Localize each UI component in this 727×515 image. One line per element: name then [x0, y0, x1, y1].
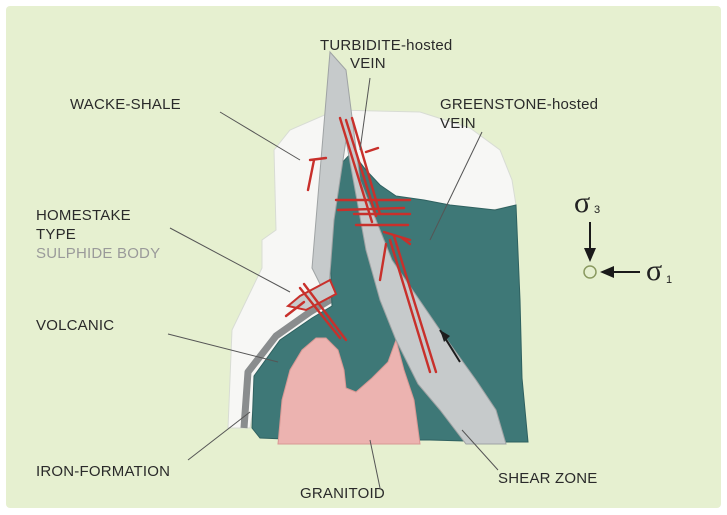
label-homestake-1: HOMESTAKE	[36, 207, 131, 225]
sigma3-symbol: σ	[574, 188, 590, 218]
sigma1-subscript: 1	[666, 274, 672, 286]
sigma3-subscript: 3	[594, 204, 600, 216]
label-iron-formation: IRON-FORMATION	[36, 463, 170, 481]
label-shear-zone: SHEAR ZONE	[498, 470, 598, 488]
sigma1-symbol: σ	[646, 256, 662, 286]
label-turbidite-vein-2: VEIN	[350, 55, 386, 73]
label-greenstone-vein-2: VEIN	[440, 115, 476, 133]
label-homestake-3: SULPHIDE BODY	[36, 245, 160, 263]
label-homestake-2: TYPE	[36, 226, 76, 244]
label-granitoid: GRANITOID	[300, 485, 385, 503]
label-wacke-shale: WACKE-SHALE	[70, 96, 181, 114]
label-turbidite-vein-1: TURBIDITE-hosted	[320, 37, 452, 55]
stress-symbol	[584, 222, 640, 278]
label-volcanic: VOLCANIC	[36, 317, 114, 335]
label-greenstone-vein-1: GREENSTONE-hosted	[440, 96, 598, 114]
